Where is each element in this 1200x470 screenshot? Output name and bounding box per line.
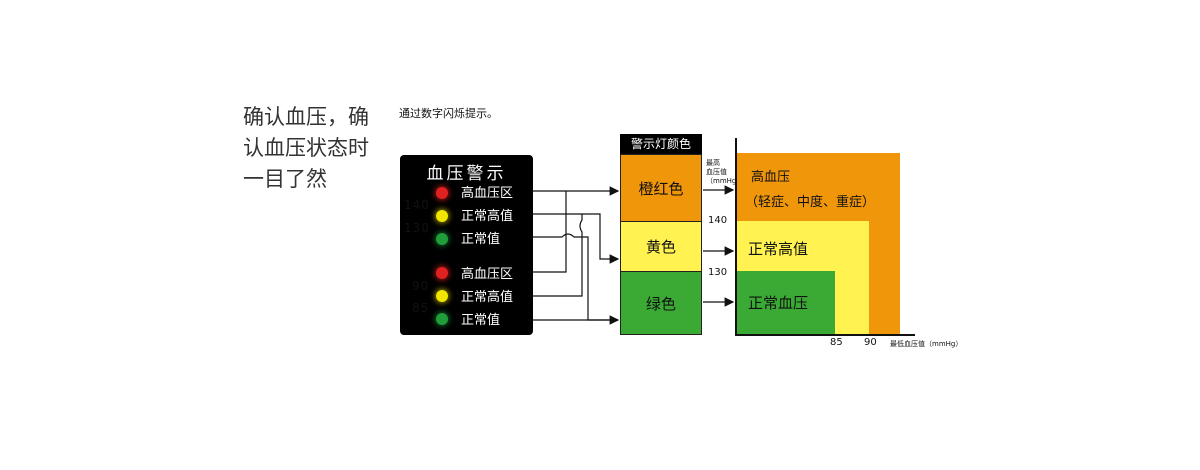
red-led-icon bbox=[436, 267, 448, 279]
yellow-led-icon bbox=[436, 210, 448, 222]
yellow-led-icon bbox=[436, 290, 448, 302]
x-tick-85: 85 bbox=[830, 337, 843, 348]
yellow-block: 黄色 bbox=[620, 221, 702, 272]
tagline: 确认血压，确认血压状态时一目了然 bbox=[243, 105, 369, 191]
y-axis-line bbox=[735, 138, 737, 336]
green-block: 绿色 bbox=[620, 271, 702, 335]
led-label-normal: 正常值 bbox=[461, 232, 501, 247]
orange-red-block: 橙红色 bbox=[620, 154, 702, 222]
side-number-130: 130 bbox=[404, 221, 430, 235]
zone-normal-high: 正常高值 bbox=[748, 240, 809, 258]
y-tick-140: 140 bbox=[708, 215, 728, 226]
led-label-high: 高血压区 bbox=[461, 267, 514, 282]
x-axis-label: 最低血压值（mmHg） bbox=[890, 340, 963, 348]
y-axis-label: 最高 血压值 （mmHg） bbox=[706, 159, 744, 185]
side-number-85: 85 bbox=[412, 301, 430, 315]
green-led-icon bbox=[436, 313, 448, 325]
led-label-normal-high: 正常高值 bbox=[461, 290, 514, 305]
zone-high-title: 高血压 bbox=[751, 170, 791, 185]
subtitle: 通过数字闪烁提示。 bbox=[399, 107, 498, 120]
zone-normal: 正常血压 bbox=[748, 294, 809, 312]
led-label-normal-high: 正常高值 bbox=[461, 209, 514, 224]
panel-title: 血压警示 bbox=[426, 164, 507, 184]
led-label-normal: 正常值 bbox=[461, 313, 501, 328]
zone-high-detail: （轻症、中度、重症） bbox=[745, 195, 876, 210]
x-axis-line bbox=[735, 334, 915, 336]
led-label-high: 高血压区 bbox=[461, 186, 514, 201]
x-tick-90: 90 bbox=[864, 337, 877, 348]
green-led-icon bbox=[436, 233, 448, 245]
side-number-90: 90 bbox=[412, 279, 430, 293]
side-number-140: 140 bbox=[404, 198, 430, 212]
y-tick-130: 130 bbox=[708, 267, 728, 278]
normal-zone bbox=[735, 271, 835, 335]
color-column-header: 警示灯颜色 bbox=[620, 134, 702, 154]
warning-panel: 血压警示 高血压区 正常高值 正常值 高血压区 正常高值 正常值 bbox=[400, 155, 533, 335]
red-led-icon bbox=[436, 187, 448, 199]
